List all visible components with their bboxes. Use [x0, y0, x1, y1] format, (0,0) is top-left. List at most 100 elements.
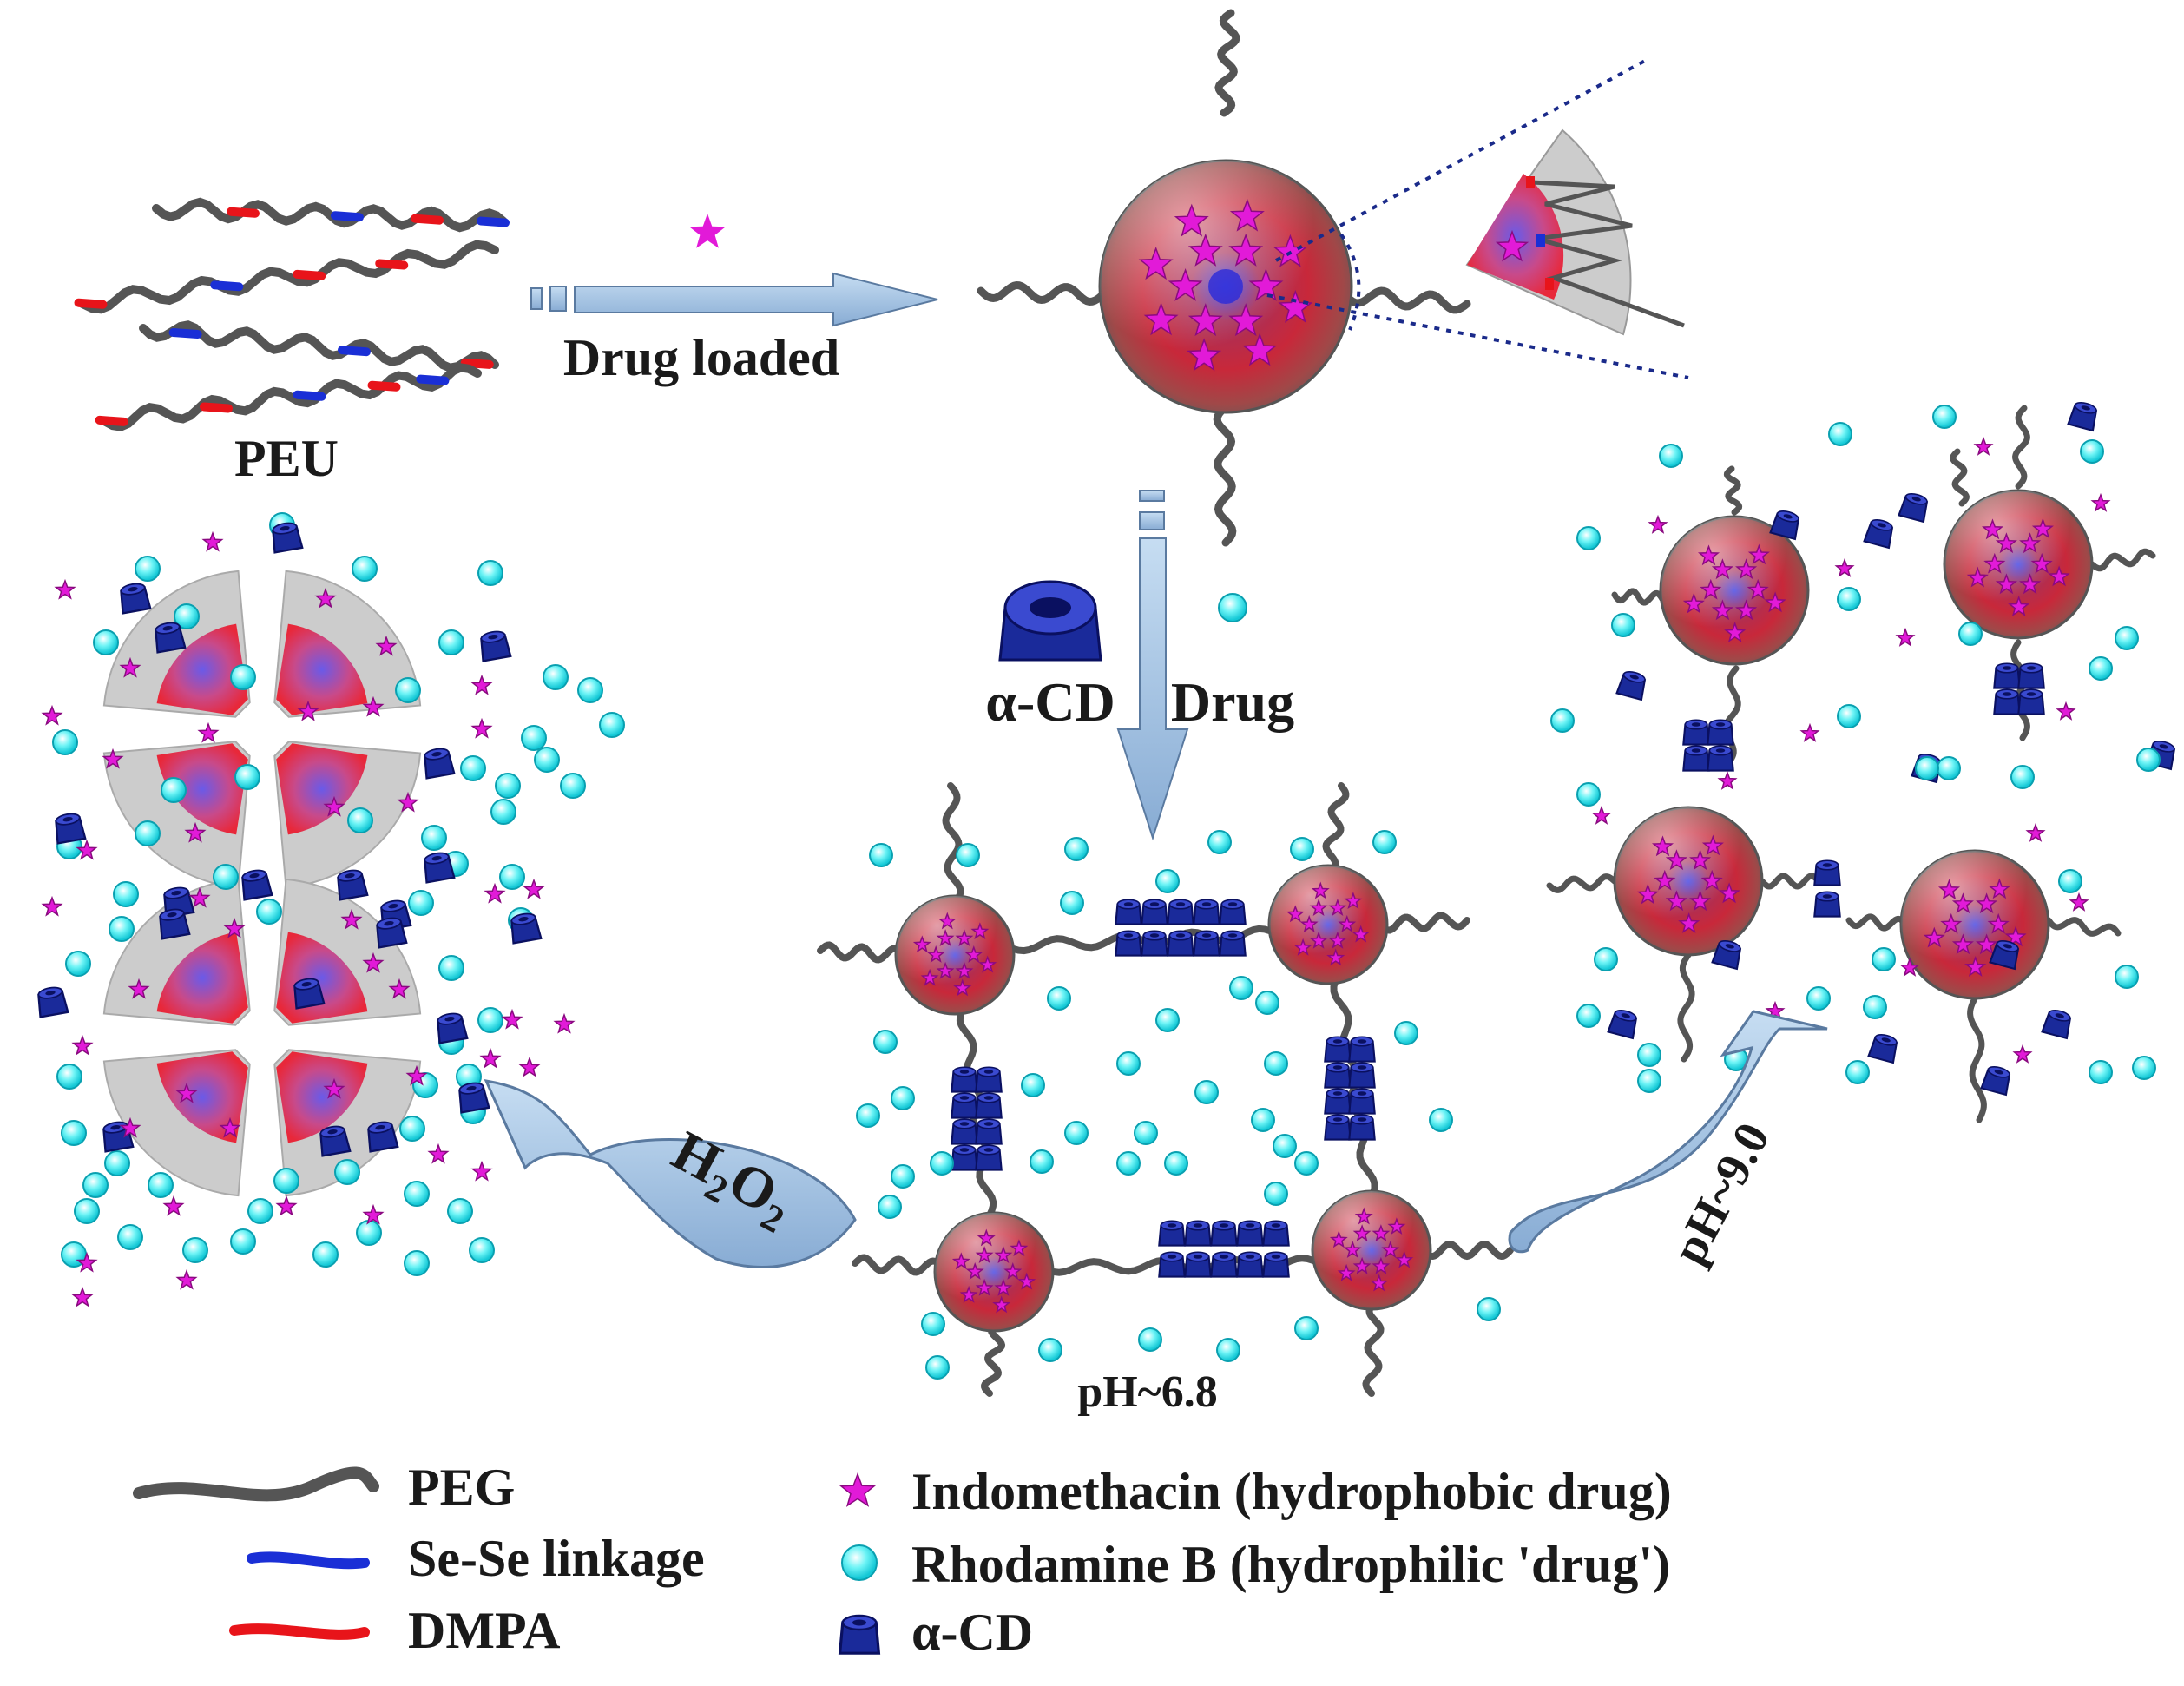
- rhodamine-dot: [74, 1198, 100, 1224]
- rhodamine-dot: [408, 890, 434, 916]
- rhodamine-dot: [1937, 756, 1961, 780]
- drug-star: [1354, 1207, 1373, 1225]
- alpha-cd: [1707, 719, 1734, 746]
- drug-star: [992, 1295, 1011, 1314]
- drug-star: [970, 922, 990, 940]
- peg-chain: [1967, 995, 1987, 1123]
- drug-star: [1711, 558, 1733, 580]
- drug-star: [965, 1262, 984, 1280]
- rhodamine-dot: [873, 1030, 898, 1054]
- drug-star: [553, 1012, 576, 1034]
- drug-star: [362, 1203, 385, 1225]
- rhodamine-dot: [2115, 626, 2139, 650]
- alpha-cd-icon: [998, 580, 1247, 662]
- rhodamine-dot: [495, 773, 521, 799]
- rhodamine-dot: [869, 843, 893, 867]
- rhodamine-dot: [1216, 1338, 1240, 1362]
- rhodamine-dot: [399, 1116, 425, 1142]
- drug-star: [2008, 596, 2030, 616]
- drug-star: [1329, 1230, 1348, 1248]
- drug-star: [1665, 890, 1687, 912]
- rhodamine-dot: [247, 1198, 273, 1224]
- drug-star: [1711, 599, 1733, 621]
- alpha-cd: [155, 622, 187, 654]
- alpha-cd: [1262, 1220, 1290, 1247]
- drug-star: [1678, 912, 1700, 933]
- alpha-cd: [424, 852, 456, 884]
- drug-star: [1940, 912, 1963, 934]
- drug-star: [1372, 1256, 1391, 1274]
- rhodamine-dot: [1915, 756, 1939, 780]
- drug-star: [1718, 882, 1740, 904]
- drug-star: [314, 587, 337, 609]
- drug-star: [1682, 592, 1705, 614]
- drug-star: [1995, 573, 2017, 595]
- rhodamine-dot: [1264, 1182, 1288, 1206]
- drug-star: [994, 1278, 1013, 1296]
- alpha-cd: [1262, 1251, 1290, 1278]
- rhodamine-dot: [1264, 1051, 1288, 1076]
- drug-star: [1328, 899, 1347, 917]
- ph90-label: pH~9.0: [1662, 1115, 1780, 1274]
- drug-star: [1983, 552, 2006, 574]
- peg-chain: [1611, 588, 1666, 606]
- h2o2-arrow: [484, 1079, 857, 1268]
- drug-star: [2030, 552, 2053, 574]
- drug-star: [994, 1246, 1013, 1264]
- drug-star: [1988, 878, 2010, 899]
- rhodamine-dot: [347, 807, 373, 833]
- drug-star: [1372, 1224, 1391, 1242]
- alpha-cd: [1348, 1036, 1376, 1063]
- drug-star: [71, 1034, 94, 1056]
- micelle-zoom-inset: [1266, 59, 1689, 379]
- peg-chain: [942, 782, 964, 906]
- drug-star: [978, 955, 997, 973]
- legend-indomethacin-icon: [839, 1472, 877, 1507]
- rhodamine-dot: [1394, 1021, 1418, 1045]
- rhodamine-dot: [161, 777, 187, 803]
- linkage-segment: [200, 402, 233, 413]
- linkage-segment: [168, 328, 202, 339]
- drug-star: [1017, 1272, 1036, 1290]
- drug-star: [76, 1251, 98, 1273]
- drug-star: [479, 1047, 502, 1069]
- drug-star: [1242, 333, 1278, 366]
- drug-star: [1689, 849, 1712, 871]
- drug-star: [1995, 532, 2017, 554]
- drug-star: [2019, 532, 2042, 554]
- drug-star: [1976, 933, 1998, 955]
- drug-star: [162, 1195, 185, 1216]
- alpha-cd: [1769, 510, 1800, 541]
- rhodamine-dot: [1845, 1060, 1870, 1084]
- rhodamine-dot: [1372, 830, 1397, 854]
- drug-star: [1293, 938, 1312, 956]
- drug-star: [470, 1160, 493, 1182]
- rhodamine-dot: [65, 951, 91, 977]
- rhodamine-dot: [1273, 1134, 1297, 1158]
- drug-star: [1311, 881, 1330, 899]
- alpha-cd: [1711, 940, 1742, 971]
- alpha-cd: [1863, 519, 1894, 550]
- drug-star: [1395, 1250, 1414, 1268]
- legend: PEG Se-Se linkage DMPA Indomethacin (hyd…: [133, 1459, 1672, 1661]
- rhodamine-dot: [230, 1228, 256, 1255]
- rhodamine-dot: [490, 799, 516, 825]
- alpha-cd: [1813, 859, 1841, 886]
- linkage-segment: [367, 380, 401, 392]
- peg-chain: [977, 280, 1107, 306]
- drug-star-icon: [689, 214, 726, 248]
- drug-star: [1326, 948, 1345, 966]
- linkage-segment: [375, 259, 409, 270]
- drug-star: [323, 1077, 345, 1099]
- micelle: [1943, 489, 2094, 640]
- alpha-cd: [437, 1012, 469, 1044]
- rhodamine-dot: [2132, 1056, 2156, 1080]
- rhodamine-dot: [1294, 1151, 1319, 1176]
- rhodamine-dot: [1155, 869, 1180, 893]
- rhodamine-dot: [404, 1181, 430, 1207]
- alpha-cd: [159, 908, 191, 940]
- drug-star: [1352, 1224, 1372, 1242]
- rhodamine-dot: [1637, 1069, 1661, 1093]
- micelle: [933, 1211, 1055, 1333]
